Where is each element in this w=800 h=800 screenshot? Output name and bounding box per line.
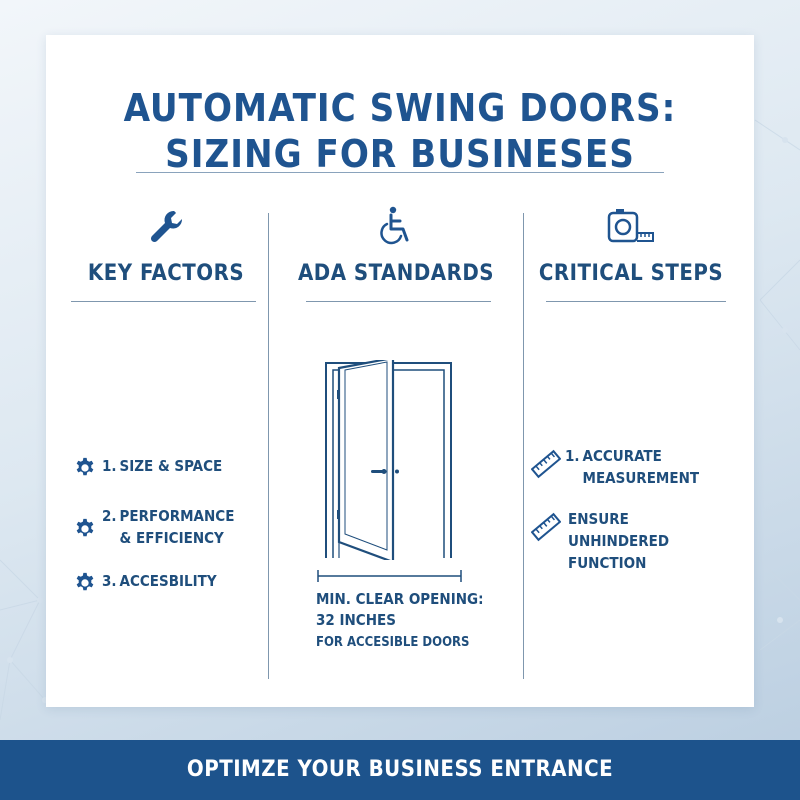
key-factors-column: KEY FACTORS 1. SIZE & SPACE 2. PERFORMAN…	[66, 205, 266, 675]
key-factor-item: 2. PERFORMANCE & EFFICIENCY	[74, 505, 250, 549]
info-card: AUTOMATIC SWING DOORS: SIZING FOR BUSINE…	[46, 35, 754, 707]
key-factor-item: 1. SIZE & SPACE	[74, 455, 222, 478]
wheelchair-icon	[380, 206, 409, 245]
title-line-1: AUTOMATIC SWING DOORS:	[123, 86, 677, 130]
critical-steps-rule	[546, 301, 726, 302]
key-factor-text: PERFORMANCE & EFFICIENCY	[119, 507, 235, 547]
tape-measure-icon	[607, 209, 654, 243]
critical-steps-heading: CRITICAL STEPS	[538, 261, 724, 286]
min-clear-opening-value: 32 INCHES	[316, 611, 396, 629]
critical-step-item: ENSURE UNHINDERED FUNCTION	[531, 508, 698, 574]
key-factor-number: 1.	[102, 457, 117, 475]
key-factors-rule	[71, 301, 256, 302]
min-clear-opening-label: MIN. CLEAR OPENING:	[316, 590, 484, 608]
gear-icon	[76, 572, 94, 591]
title-divider	[136, 172, 664, 173]
critical-step-text: ACCURATE MEASUREMENT	[582, 447, 700, 487]
wrench-icon	[150, 210, 183, 243]
ruler-icon	[531, 449, 561, 479]
key-factor-item: 3. ACCESBILITY	[74, 570, 217, 593]
critical-step-number: 1.	[565, 447, 580, 465]
ada-standards-column: ADA STANDARDS MIN. CLEAR OPENING: 32 IN	[271, 205, 521, 675]
open-door-illustration	[325, 360, 452, 560]
gear-icon	[76, 518, 94, 537]
ruler-icon	[531, 512, 561, 542]
ada-standards-rule	[306, 301, 491, 302]
footer-tagline: OPTIMZE YOUR BUSINESS ENTRANCE	[186, 757, 614, 782]
key-factor-text: ACCESBILITY	[119, 572, 217, 590]
key-factors-heading: KEY FACTORS	[87, 261, 245, 286]
page-title: AUTOMATIC SWING DOORS: SIZING FOR BUSINE…	[46, 85, 754, 177]
ada-standards-heading: ADA STANDARDS	[297, 261, 495, 286]
gear-icon	[76, 457, 94, 476]
column-divider-1	[268, 213, 269, 679]
accessible-doors-note: FOR ACCESIBLE DOORS	[316, 635, 470, 650]
key-factor-number: 3.	[102, 572, 117, 590]
column-divider-2	[523, 213, 524, 679]
key-factor-number: 2.	[102, 507, 117, 525]
footer-banner: OPTIMZE YOUR BUSINESS ENTRANCE	[0, 740, 800, 800]
critical-step-text: ENSURE UNHINDERED FUNCTION	[568, 510, 670, 572]
critical-steps-column: CRITICAL STEPS 1. ACCURATE MEASUREMENT	[526, 205, 736, 675]
key-factor-text: SIZE & SPACE	[119, 457, 223, 475]
title-line-2: SIZING FOR BUSINESES	[165, 132, 635, 176]
dimension-line	[317, 570, 462, 582]
critical-step-item: 1. ACCURATE MEASUREMENT	[531, 445, 713, 489]
